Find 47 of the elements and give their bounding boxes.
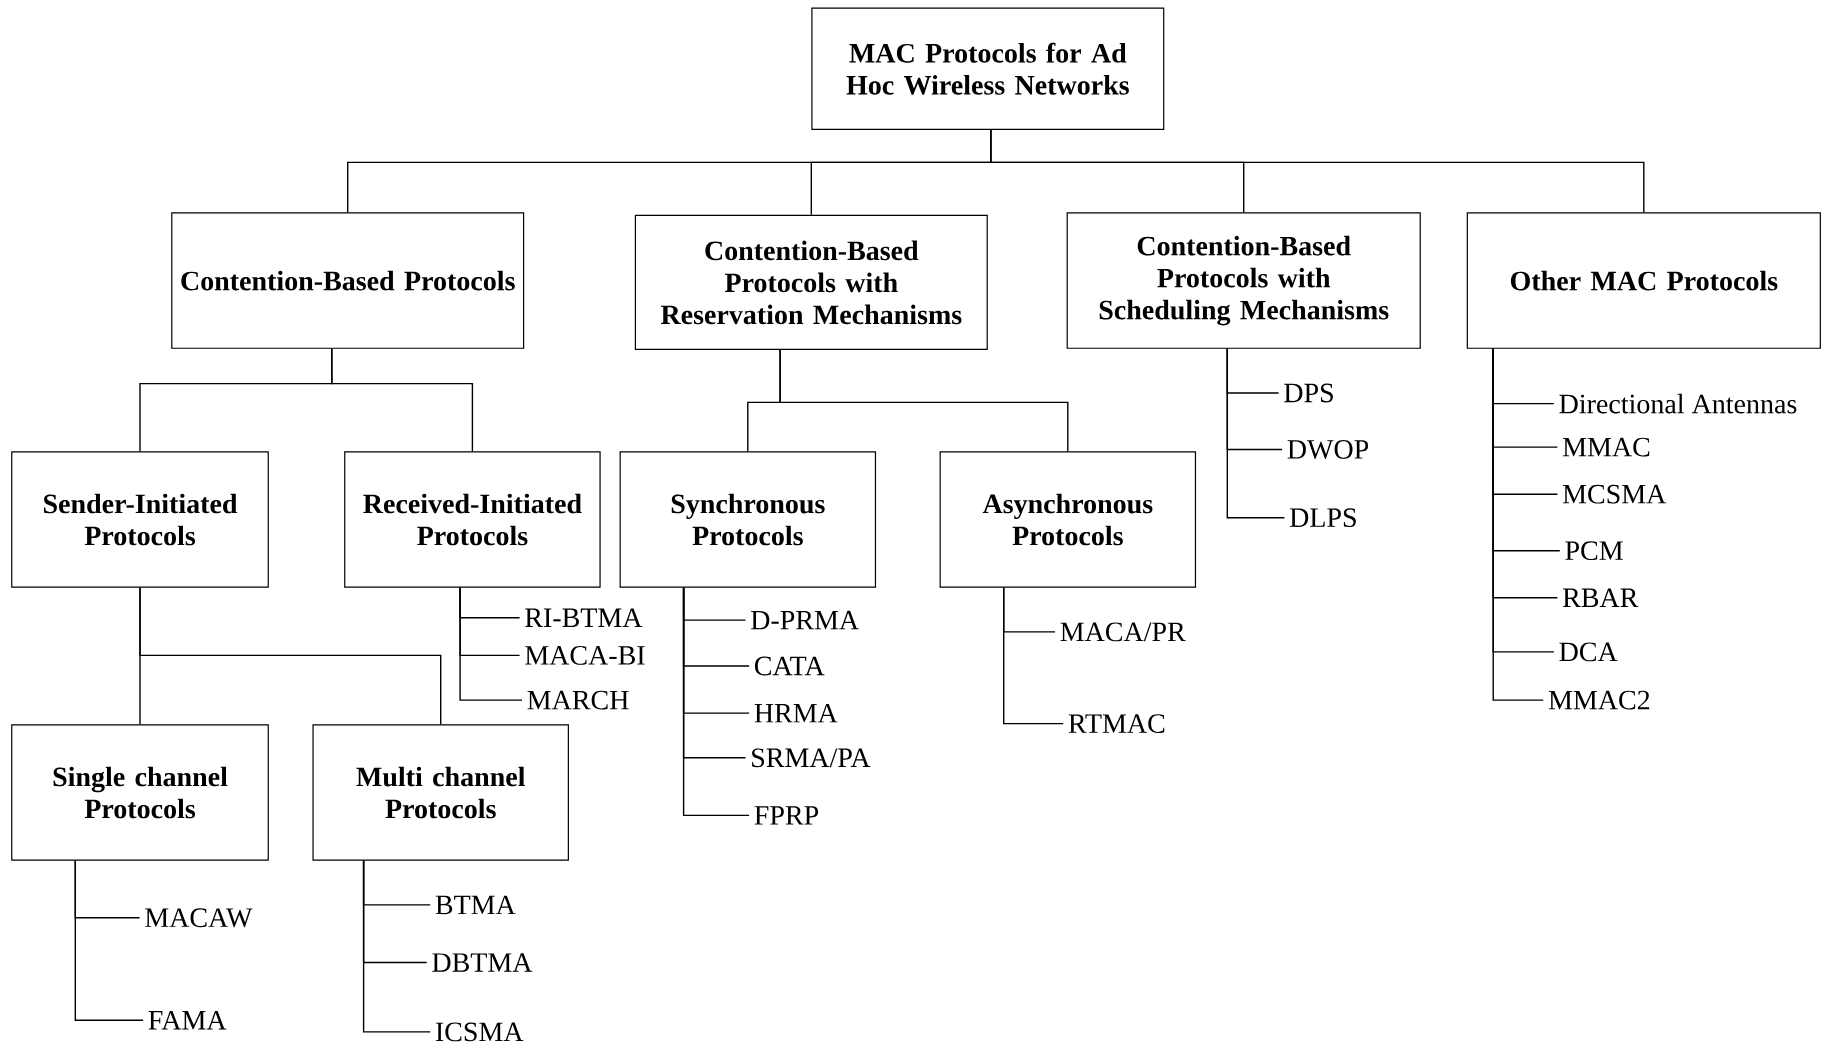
protocol-label: MACAW [145, 908, 253, 928]
connector-line [362, 860, 431, 1033]
category-box: Contention-Based Protocols [171, 212, 525, 349]
category-box: Synchronous Protocols [619, 451, 877, 588]
category-box: Multi channel Protocols [312, 724, 569, 861]
connector-line [779, 349, 1069, 452]
protocol-label: MARCH [527, 690, 629, 710]
connector-line [1003, 587, 1064, 725]
protocol-label: DBTMA [432, 953, 533, 972]
protocol-label: RTMAC [1068, 714, 1165, 733]
protocol-label: DLPS [1289, 508, 1356, 528]
connector-line [139, 587, 442, 725]
protocol-label: DPS [1284, 383, 1333, 403]
category-box: Other MAC Protocols [1466, 212, 1821, 349]
protocol-label: RI-BTMA [525, 608, 643, 627]
connector-line [990, 129, 1645, 214]
protocol-label: CATA [754, 656, 825, 676]
category-box: Asynchronous Protocols [939, 451, 1197, 588]
protocol-label: ICSMA [435, 1022, 524, 1042]
protocol-label: DCA [1559, 642, 1618, 662]
category-box: Contention-Based Protocols with Reservation Mechanisms [634, 214, 988, 351]
protocol-label: BTMA [435, 895, 516, 915]
category-box: MAC Protocols for Ad Hoc Wireless Networks [811, 7, 1165, 130]
protocol-label: FPRP [754, 806, 819, 825]
protocol-label: RBAR [1562, 588, 1639, 607]
protocol-label: DWOP [1287, 440, 1369, 459]
protocol-label: MMAC [1562, 437, 1650, 457]
protocol-label: HRMA [754, 703, 838, 723]
connector-line [682, 587, 750, 817]
protocol-label: FAMA [148, 1011, 227, 1030]
protocol-label: SRMA/PA [752, 748, 871, 768]
connector-line [459, 587, 523, 701]
protocol-label: PCM [1565, 541, 1623, 561]
protocol-label: Directional Antennas [1559, 393, 1797, 414]
protocol-label: MMAC2 [1548, 690, 1650, 710]
protocol-label: MACA/PR [1060, 622, 1186, 642]
category-box: Single channel Protocols [11, 724, 269, 861]
category-box: Contention-Based Protocols with Scheduling Mechanisms [1066, 212, 1421, 349]
protocol-label: D-PRMA [751, 610, 859, 630]
protocol-label: MCSMA [1562, 484, 1667, 504]
connector-line [74, 860, 144, 1021]
category-box: Received-Initiated Protocols [344, 451, 601, 588]
connector-line [1492, 348, 1544, 701]
category-box: Sender-Initiated Protocols [11, 451, 269, 588]
connector-line [331, 348, 474, 452]
connector-line [1226, 348, 1286, 519]
protocol-label: MACA-BI [525, 646, 645, 665]
